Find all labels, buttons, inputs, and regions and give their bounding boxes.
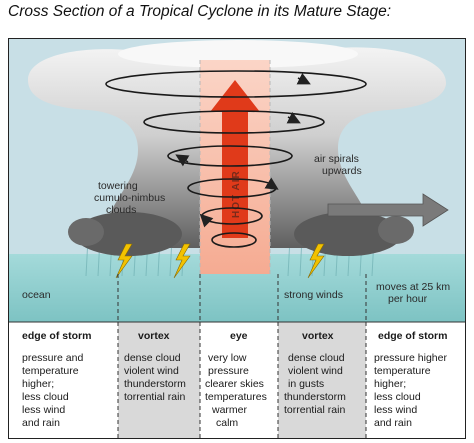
zone-line: violent wind (124, 365, 179, 377)
zone-line: less wind (374, 404, 417, 416)
zone-header: edge of storm (22, 330, 91, 342)
zone-line: and rain (374, 417, 412, 429)
hot-air-arrow (210, 80, 260, 238)
zone-line: clearer skies (205, 378, 264, 390)
lightning-icon (115, 243, 325, 279)
spiral-arrow-icon (105, 70, 367, 248)
towering-label-1: towering (98, 180, 138, 192)
zone-line: higher; (374, 378, 406, 390)
zone-line: higher; (22, 378, 54, 390)
zone-line: dense cloud (288, 352, 345, 364)
zone-eye: eye very low pressure clearer skies temp… (205, 330, 267, 429)
zone-line: less wind (22, 404, 65, 416)
zone-vortex-left-bg (118, 322, 200, 439)
zone-line: calm (216, 417, 238, 429)
air-spirals-label-1: air spirals (314, 153, 359, 165)
zone-vortex-right: vortex dense cloud violent wind in gusts… (284, 330, 346, 416)
zone-vortex-right-bg (278, 322, 366, 439)
zone-line: temperatures (205, 391, 267, 403)
zone-line: less cloud (22, 391, 69, 403)
zone-line: pressure and (22, 352, 83, 364)
diagram-frame (8, 38, 466, 439)
zone-vortex-left: vortex dense cloud violent wind thunders… (124, 330, 186, 403)
hot-air-label: HOT AIR (231, 170, 242, 218)
zone-line: and rain (22, 417, 60, 429)
zone-line: thunderstorm (284, 391, 346, 403)
zone-line: dense cloud (124, 352, 181, 364)
zone-line: warmer (211, 404, 248, 416)
page-title: Cross Section of a Tropical Cyclone in i… (8, 3, 392, 20)
towering-label-2: cumulo-nimbus (94, 192, 165, 204)
zone-line: thunderstorm (124, 378, 186, 390)
zone-line: very low (208, 352, 247, 364)
zone-line: in gusts (288, 378, 324, 390)
air-spirals-label-2: upwards (322, 165, 362, 177)
zone-line: temperature (22, 365, 79, 377)
moves-label-2: per hour (388, 293, 428, 305)
zone-line: less cloud (374, 391, 421, 403)
zone-edge-of-storm-left: edge of storm pressure and temperature h… (22, 330, 91, 429)
strong-winds-label: strong winds (284, 289, 343, 301)
zone-header: edge of storm (378, 330, 447, 342)
zone-header: vortex (138, 330, 170, 342)
towering-label-3: clouds (106, 204, 136, 216)
zone-header: eye (230, 330, 248, 342)
zone-line: violent wind (288, 365, 343, 377)
zone-line: torrential rain (124, 391, 185, 403)
cyclone-diagram: HOT AIR air spirals upwards towering cum… (8, 38, 466, 439)
zone-header: vortex (302, 330, 334, 342)
zone-line: temperature (374, 365, 431, 377)
zone-line: torrential rain (284, 404, 345, 416)
movement-arrow-icon (327, 193, 449, 227)
moves-label-1: moves at 25 km (376, 281, 450, 293)
zone-edge-of-storm-right: edge of storm pressure higher temperatur… (374, 330, 447, 429)
zone-table-base (8, 322, 466, 439)
ocean-label: ocean (22, 289, 51, 301)
zone-line: pressure higher (374, 352, 447, 364)
zone-line: pressure (208, 365, 249, 377)
